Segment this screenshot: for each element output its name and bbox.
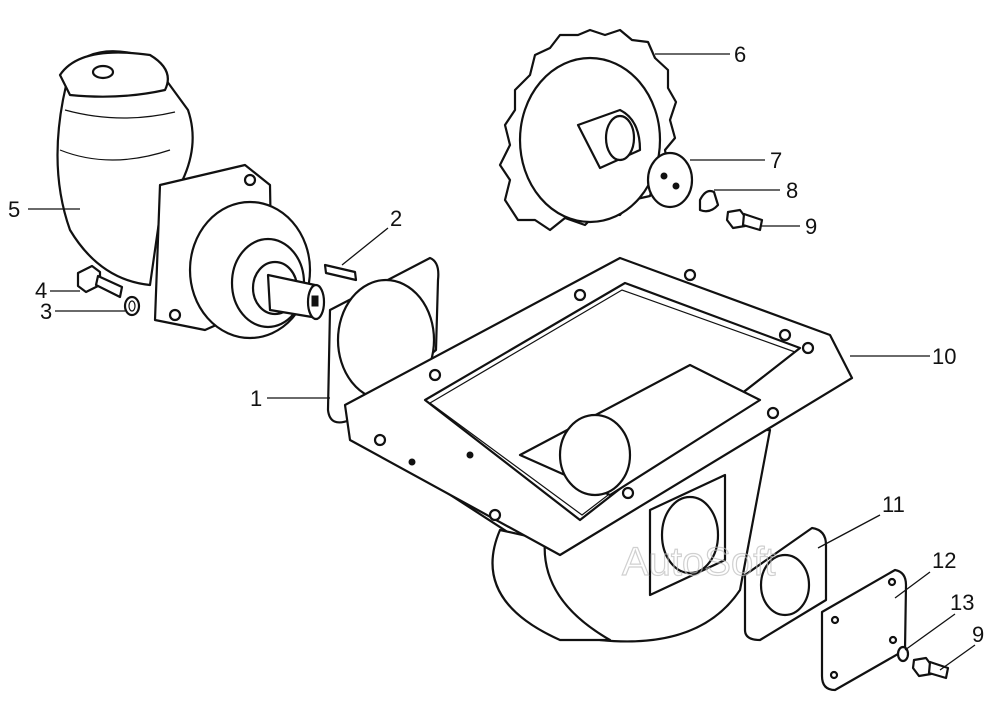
watermark: AutoSoft xyxy=(622,540,775,584)
lock-washer xyxy=(698,189,720,213)
callout-6: 6 xyxy=(734,42,746,67)
callout-labels: 1 2 3 4 5 6 7 8 9 10 11 12 13 9 xyxy=(8,42,984,647)
cover-plate xyxy=(820,568,908,692)
callout-13: 13 xyxy=(950,590,974,615)
retaining-plate xyxy=(646,151,694,209)
shaft-key xyxy=(323,263,358,282)
callout-7: 7 xyxy=(770,148,782,173)
callout-1: 1 xyxy=(250,386,262,411)
gearbox-housing xyxy=(343,256,854,643)
bolt xyxy=(76,264,124,299)
callout-9-lower: 9 xyxy=(972,622,984,647)
callout-5: 5 xyxy=(8,197,20,222)
spring-washer xyxy=(123,295,141,317)
callout-3: 3 xyxy=(40,299,52,324)
small-bolt-upper xyxy=(725,208,764,232)
callout-9-upper: 9 xyxy=(805,214,817,239)
small-bolt-lower xyxy=(911,656,950,680)
cover-gasket xyxy=(743,526,828,642)
leader-lines xyxy=(28,53,976,671)
callout-11: 11 xyxy=(882,492,905,517)
callout-8: 8 xyxy=(786,178,798,203)
callout-10: 10 xyxy=(932,344,956,369)
callout-4: 4 xyxy=(35,278,47,303)
callout-12: 12 xyxy=(932,548,956,573)
callout-2: 2 xyxy=(390,206,402,231)
spring-washer-lower xyxy=(896,645,910,663)
hydraulic-pump xyxy=(56,50,326,340)
driven-gear xyxy=(498,28,678,232)
